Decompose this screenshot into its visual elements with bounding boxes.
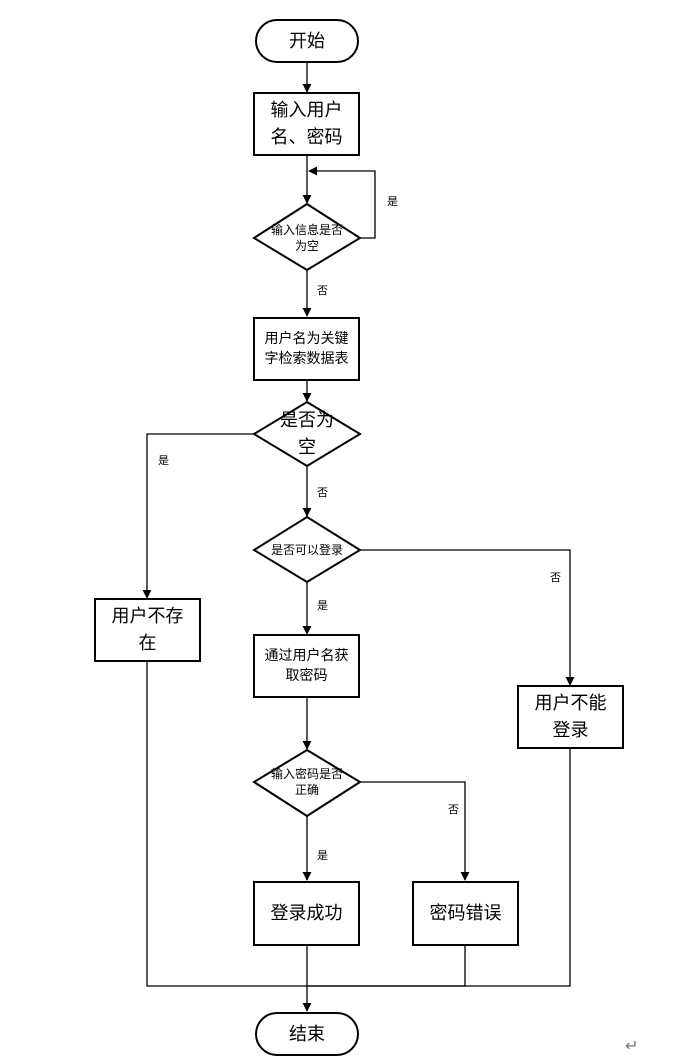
input-credentials-box: 输入用户 名、密码: [253, 92, 360, 156]
end-label: 结束: [289, 1023, 325, 1045]
edge-result-notexist: [142, 433, 254, 599]
start-label: 开始: [289, 30, 325, 52]
check-can-login-label: 是否可以登录: [270, 543, 343, 557]
login-success-box: 登录成功: [253, 881, 360, 946]
get-password-box: 通过用户名获 取密码: [253, 634, 360, 698]
edge-label-empty-yes: 是: [387, 195, 398, 208]
edge-empty-loop: [308, 166, 376, 239]
edge-label-password-yes: 是: [317, 849, 328, 862]
check-empty-input-label: 输入信息是否 为空: [270, 223, 343, 253]
user-not-exist-label: 用户不存 在: [111, 606, 184, 654]
password-error-box: 密码错误: [412, 881, 519, 946]
edge-notexist-end: [146, 662, 307, 987]
edge-cannotlogin-end: [307, 749, 571, 987]
check-password-label: 输入密码是否 正确: [270, 767, 343, 797]
start-terminal: 开始: [255, 19, 359, 63]
end-terminal: 结束: [255, 1012, 359, 1056]
edge-label-login-yes: 是: [317, 599, 328, 612]
edge-label-password-no: 否: [448, 803, 459, 816]
edge-error-end: [307, 946, 466, 987]
cannot-login-label: 用户不能 登录: [534, 693, 607, 741]
cannot-login-box: 用户不能 登录: [517, 685, 624, 749]
edge-label-empty-no: 否: [317, 284, 328, 297]
password-error-label: 密码错误: [429, 903, 502, 924]
edge-label-login-no: 否: [550, 571, 561, 584]
check-empty-result-label: 是否为 空: [280, 410, 334, 458]
user-not-exist-box: 用户不存 在: [94, 598, 201, 662]
lookup-username-label: 用户名为关键 字检索数据表: [264, 331, 349, 367]
edge-password-no: [360, 781, 470, 881]
input-credentials-label: 输入用户 名、密码: [270, 100, 343, 148]
edge-label-result-yes: 是: [158, 454, 169, 467]
edge-label-result-no: 否: [317, 486, 328, 499]
lookup-username-box: 用户名为关键 字检索数据表: [253, 317, 360, 381]
paragraph-mark: ↵: [625, 1036, 639, 1055]
edge-canlogin-no: [360, 549, 575, 686]
get-password-label: 通过用户名获 取密码: [264, 648, 349, 684]
login-success-label: 登录成功: [270, 903, 343, 924]
